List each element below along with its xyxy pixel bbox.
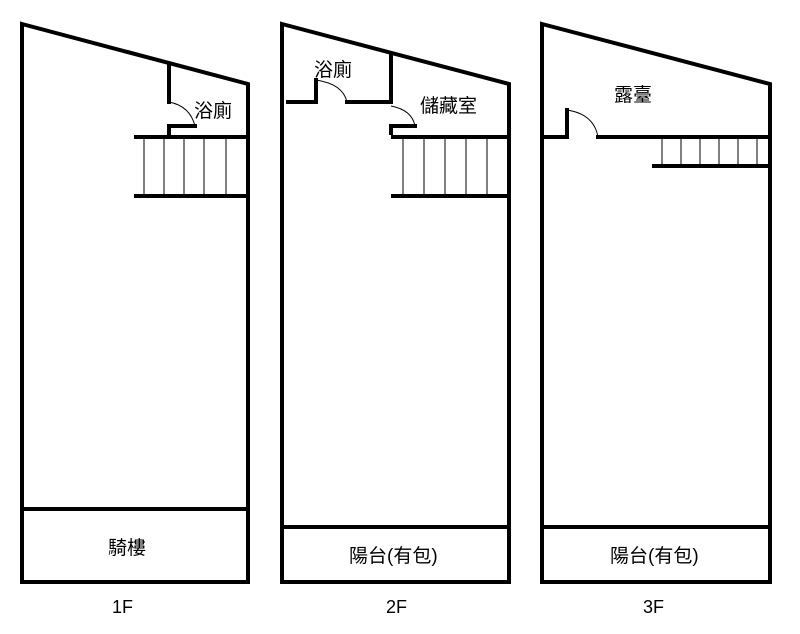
staircase-1f bbox=[134, 135, 250, 198]
storage-label-2f: 儲藏室 bbox=[420, 95, 477, 117]
balcony-label-2f: 陽台(有包) bbox=[349, 545, 438, 567]
staircase-2f bbox=[391, 135, 511, 198]
floor-label-1f: 1F bbox=[112, 597, 133, 617]
outer-wall-3f bbox=[540, 21, 772, 584]
bathroom-label-2f: 浴廁 bbox=[314, 58, 352, 81]
arcade-label-1f: 騎樓 bbox=[108, 537, 146, 559]
staircase-3f bbox=[652, 139, 772, 168]
floor-label-3f: 3F bbox=[643, 597, 664, 617]
door-swing-storage-2f bbox=[390, 105, 416, 127]
bathroom-wall-2f bbox=[286, 78, 318, 104]
door-swing-terrace-3f bbox=[566, 109, 599, 138]
door-swing-bathroom-2f bbox=[315, 79, 348, 103]
floor-label-2f: 2F bbox=[386, 597, 407, 617]
terrace-wall-3f bbox=[540, 108, 569, 139]
bathroom-label-1f: 浴廁 bbox=[194, 99, 232, 122]
balcony-label-3f: 陽台(有包) bbox=[610, 545, 699, 567]
outer-wall-2f bbox=[280, 21, 511, 584]
floor-plan-3f: 露臺 陽台(有包) 3F bbox=[540, 21, 772, 617]
floor-plan-2f: 浴廁 儲藏室 陽台(有包) 2F bbox=[280, 21, 511, 617]
outer-wall-1f bbox=[20, 21, 250, 584]
storage-door-wall-2f bbox=[389, 124, 417, 135]
bathroom-door-wall-1f bbox=[167, 124, 197, 135]
door-swing-1f bbox=[168, 101, 196, 127]
terrace-label-3f: 露臺 bbox=[614, 84, 652, 106]
floor-plan-1f: 浴廁 騎樓 1F bbox=[20, 21, 250, 617]
partition-wall-2f bbox=[345, 54, 393, 104]
